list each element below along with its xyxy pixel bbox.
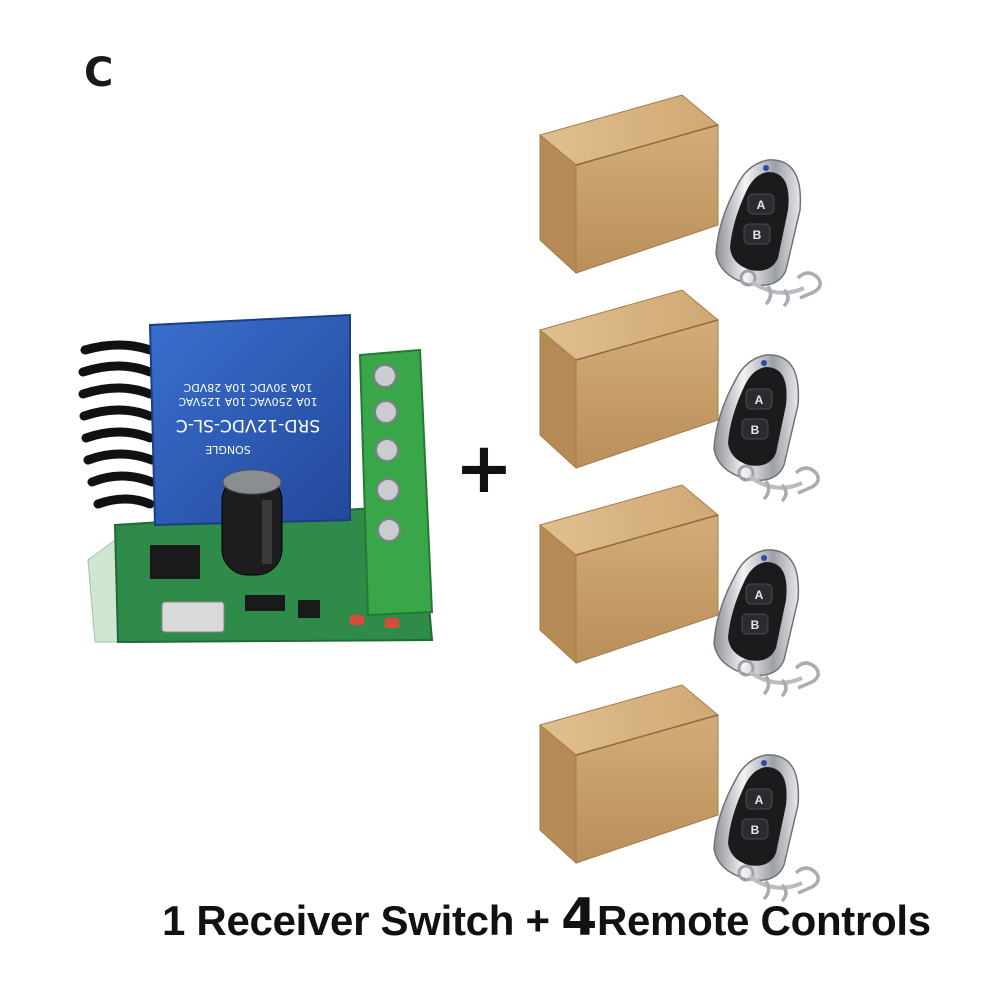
terminal-screw xyxy=(376,478,400,502)
kraft-box xyxy=(539,484,719,664)
terminal-screw xyxy=(377,518,401,542)
remote-set xyxy=(539,94,823,308)
led xyxy=(385,618,399,628)
kraft-box xyxy=(539,94,719,274)
antenna-coil xyxy=(78,340,157,509)
caption-part-1: 1 Receiver Switch + xyxy=(162,897,562,944)
remote-set xyxy=(539,684,821,903)
variant-label: C xyxy=(84,50,114,96)
remote-control xyxy=(712,752,821,903)
remote-control xyxy=(712,547,821,698)
smd-part xyxy=(245,595,285,611)
remote-control xyxy=(712,352,821,503)
relay-model: SRD-12VDC-SL-C xyxy=(176,415,320,435)
remote-set xyxy=(539,484,821,698)
plus-sign: + xyxy=(455,427,514,509)
pair-button xyxy=(161,601,225,633)
caption-quantity: 4 xyxy=(561,888,597,948)
terminal-screw xyxy=(375,438,399,462)
kraft-box xyxy=(539,684,719,864)
remote-control xyxy=(714,157,823,308)
remote-set xyxy=(539,289,821,503)
relay-label: SRD-12VDC-SL-C 10A 250VAC 10A 125VAC 10A… xyxy=(176,381,320,456)
kraft-box xyxy=(539,289,719,469)
smd-part xyxy=(298,600,320,618)
terminal-block xyxy=(358,348,434,617)
led xyxy=(350,615,364,625)
relay-rating-1: 10A 250VAC 10A 125VAC xyxy=(178,395,318,408)
capacitor xyxy=(221,469,283,576)
receiver-module: SRD-12VDC-SL-C 10A 250VAC 10A 125VAC 10A… xyxy=(78,313,434,644)
caption-part-2: Remote Controls xyxy=(596,897,931,944)
product-caption: 1 Receiver Switch + 4Remote Controls xyxy=(162,888,931,948)
terminal-screw xyxy=(373,364,397,388)
relay-brand: SONGLE xyxy=(205,443,251,456)
chip xyxy=(150,545,200,579)
relay-rating-2: 10A 30VDC 10A 28VDC xyxy=(183,381,312,394)
relay: SRD-12VDC-SL-C 10A 250VAC 10A 125VAC 10A… xyxy=(148,313,351,527)
terminal-screw xyxy=(374,400,398,424)
